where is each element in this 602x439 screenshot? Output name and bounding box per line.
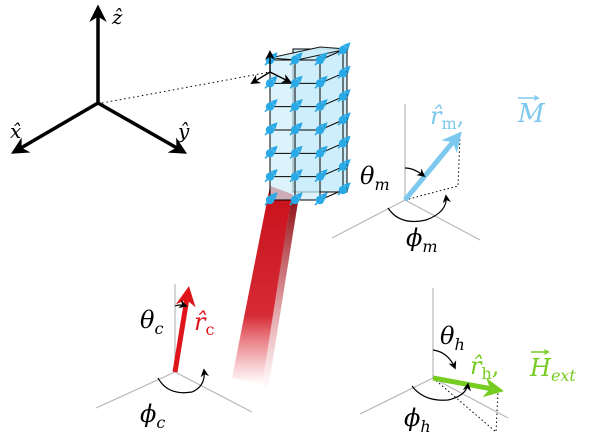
spin bbox=[289, 75, 303, 89]
guide-axis-left bbox=[95, 371, 176, 409]
spin bbox=[264, 192, 278, 206]
phi-h-arc bbox=[411, 382, 472, 401]
spin bbox=[289, 122, 303, 136]
r-h-label: r̂h, bbox=[470, 352, 499, 383]
phi-c-arc bbox=[157, 368, 209, 394]
y-axis-label: ŷ bbox=[177, 119, 190, 143]
spin bbox=[337, 65, 351, 79]
guide-axis-left bbox=[331, 199, 406, 239]
spin bbox=[314, 192, 328, 206]
r-m-label: r̂m, bbox=[430, 102, 464, 133]
spin bbox=[337, 88, 351, 103]
panel-light: θc ϕc r̂c bbox=[95, 284, 253, 432]
spin-lattice bbox=[250, 42, 351, 206]
spin bbox=[337, 112, 351, 126]
x-axis bbox=[10, 101, 99, 154]
H-ext-label: Hext bbox=[529, 354, 576, 385]
guide-axis-right bbox=[174, 371, 253, 413]
theta-h-arc bbox=[432, 349, 457, 370]
lattice-local-frame bbox=[250, 50, 292, 85]
r-m-vector bbox=[403, 131, 462, 202]
spin bbox=[314, 122, 328, 136]
theta-c-label: θc bbox=[140, 306, 163, 338]
spin bbox=[264, 122, 278, 136]
z-axis-label: ẑ bbox=[111, 5, 123, 29]
phi-m-label: ϕm bbox=[406, 224, 438, 256]
spin bbox=[314, 75, 328, 89]
theta-m-arc bbox=[404, 167, 426, 178]
r-c-vector bbox=[172, 286, 196, 373]
phi-c-label: ϕc bbox=[140, 400, 165, 432]
zoom-dotted-line bbox=[101, 71, 271, 104]
light-beam bbox=[232, 186, 298, 390]
theta-c-arc bbox=[174, 299, 188, 308]
guide-axis-right bbox=[432, 377, 509, 419]
spin bbox=[314, 98, 328, 113]
spin bbox=[289, 145, 303, 159]
r-c-label: r̂c bbox=[194, 308, 214, 339]
x-axis-label: x̂ bbox=[10, 119, 21, 143]
spin bbox=[264, 98, 278, 113]
beam-front-face bbox=[232, 186, 292, 385]
spin bbox=[337, 182, 351, 196]
spin bbox=[264, 145, 278, 159]
spin bbox=[314, 52, 328, 66]
panel-magnetization: θm ϕm r̂m, M bbox=[331, 94, 546, 256]
M-vector-label: M bbox=[517, 99, 546, 129]
beam-side-face bbox=[262, 194, 298, 390]
spin bbox=[264, 168, 278, 183]
spin bbox=[314, 145, 328, 159]
spin bbox=[337, 42, 351, 56]
spin bbox=[264, 75, 278, 89]
spin bbox=[289, 192, 303, 206]
spin bbox=[289, 168, 303, 183]
main-axes: ẑ x̂ ŷ bbox=[10, 4, 271, 154]
spin bbox=[314, 168, 328, 183]
theta-h-label: θh bbox=[440, 322, 465, 354]
guide-axis-right bbox=[404, 199, 481, 241]
guide-axis-left bbox=[359, 377, 434, 415]
spin bbox=[289, 52, 303, 66]
spin bbox=[289, 98, 303, 113]
spin bbox=[337, 135, 351, 149]
phi-m-arc bbox=[387, 194, 451, 223]
lattice-spins bbox=[264, 42, 351, 206]
panel-field: θh ϕh r̂h, Hext bbox=[359, 288, 576, 436]
y-axis bbox=[97, 101, 188, 154]
phi-h-label: ϕh bbox=[404, 404, 431, 436]
spin bbox=[337, 158, 351, 173]
theta-m-label: θm bbox=[360, 162, 390, 194]
